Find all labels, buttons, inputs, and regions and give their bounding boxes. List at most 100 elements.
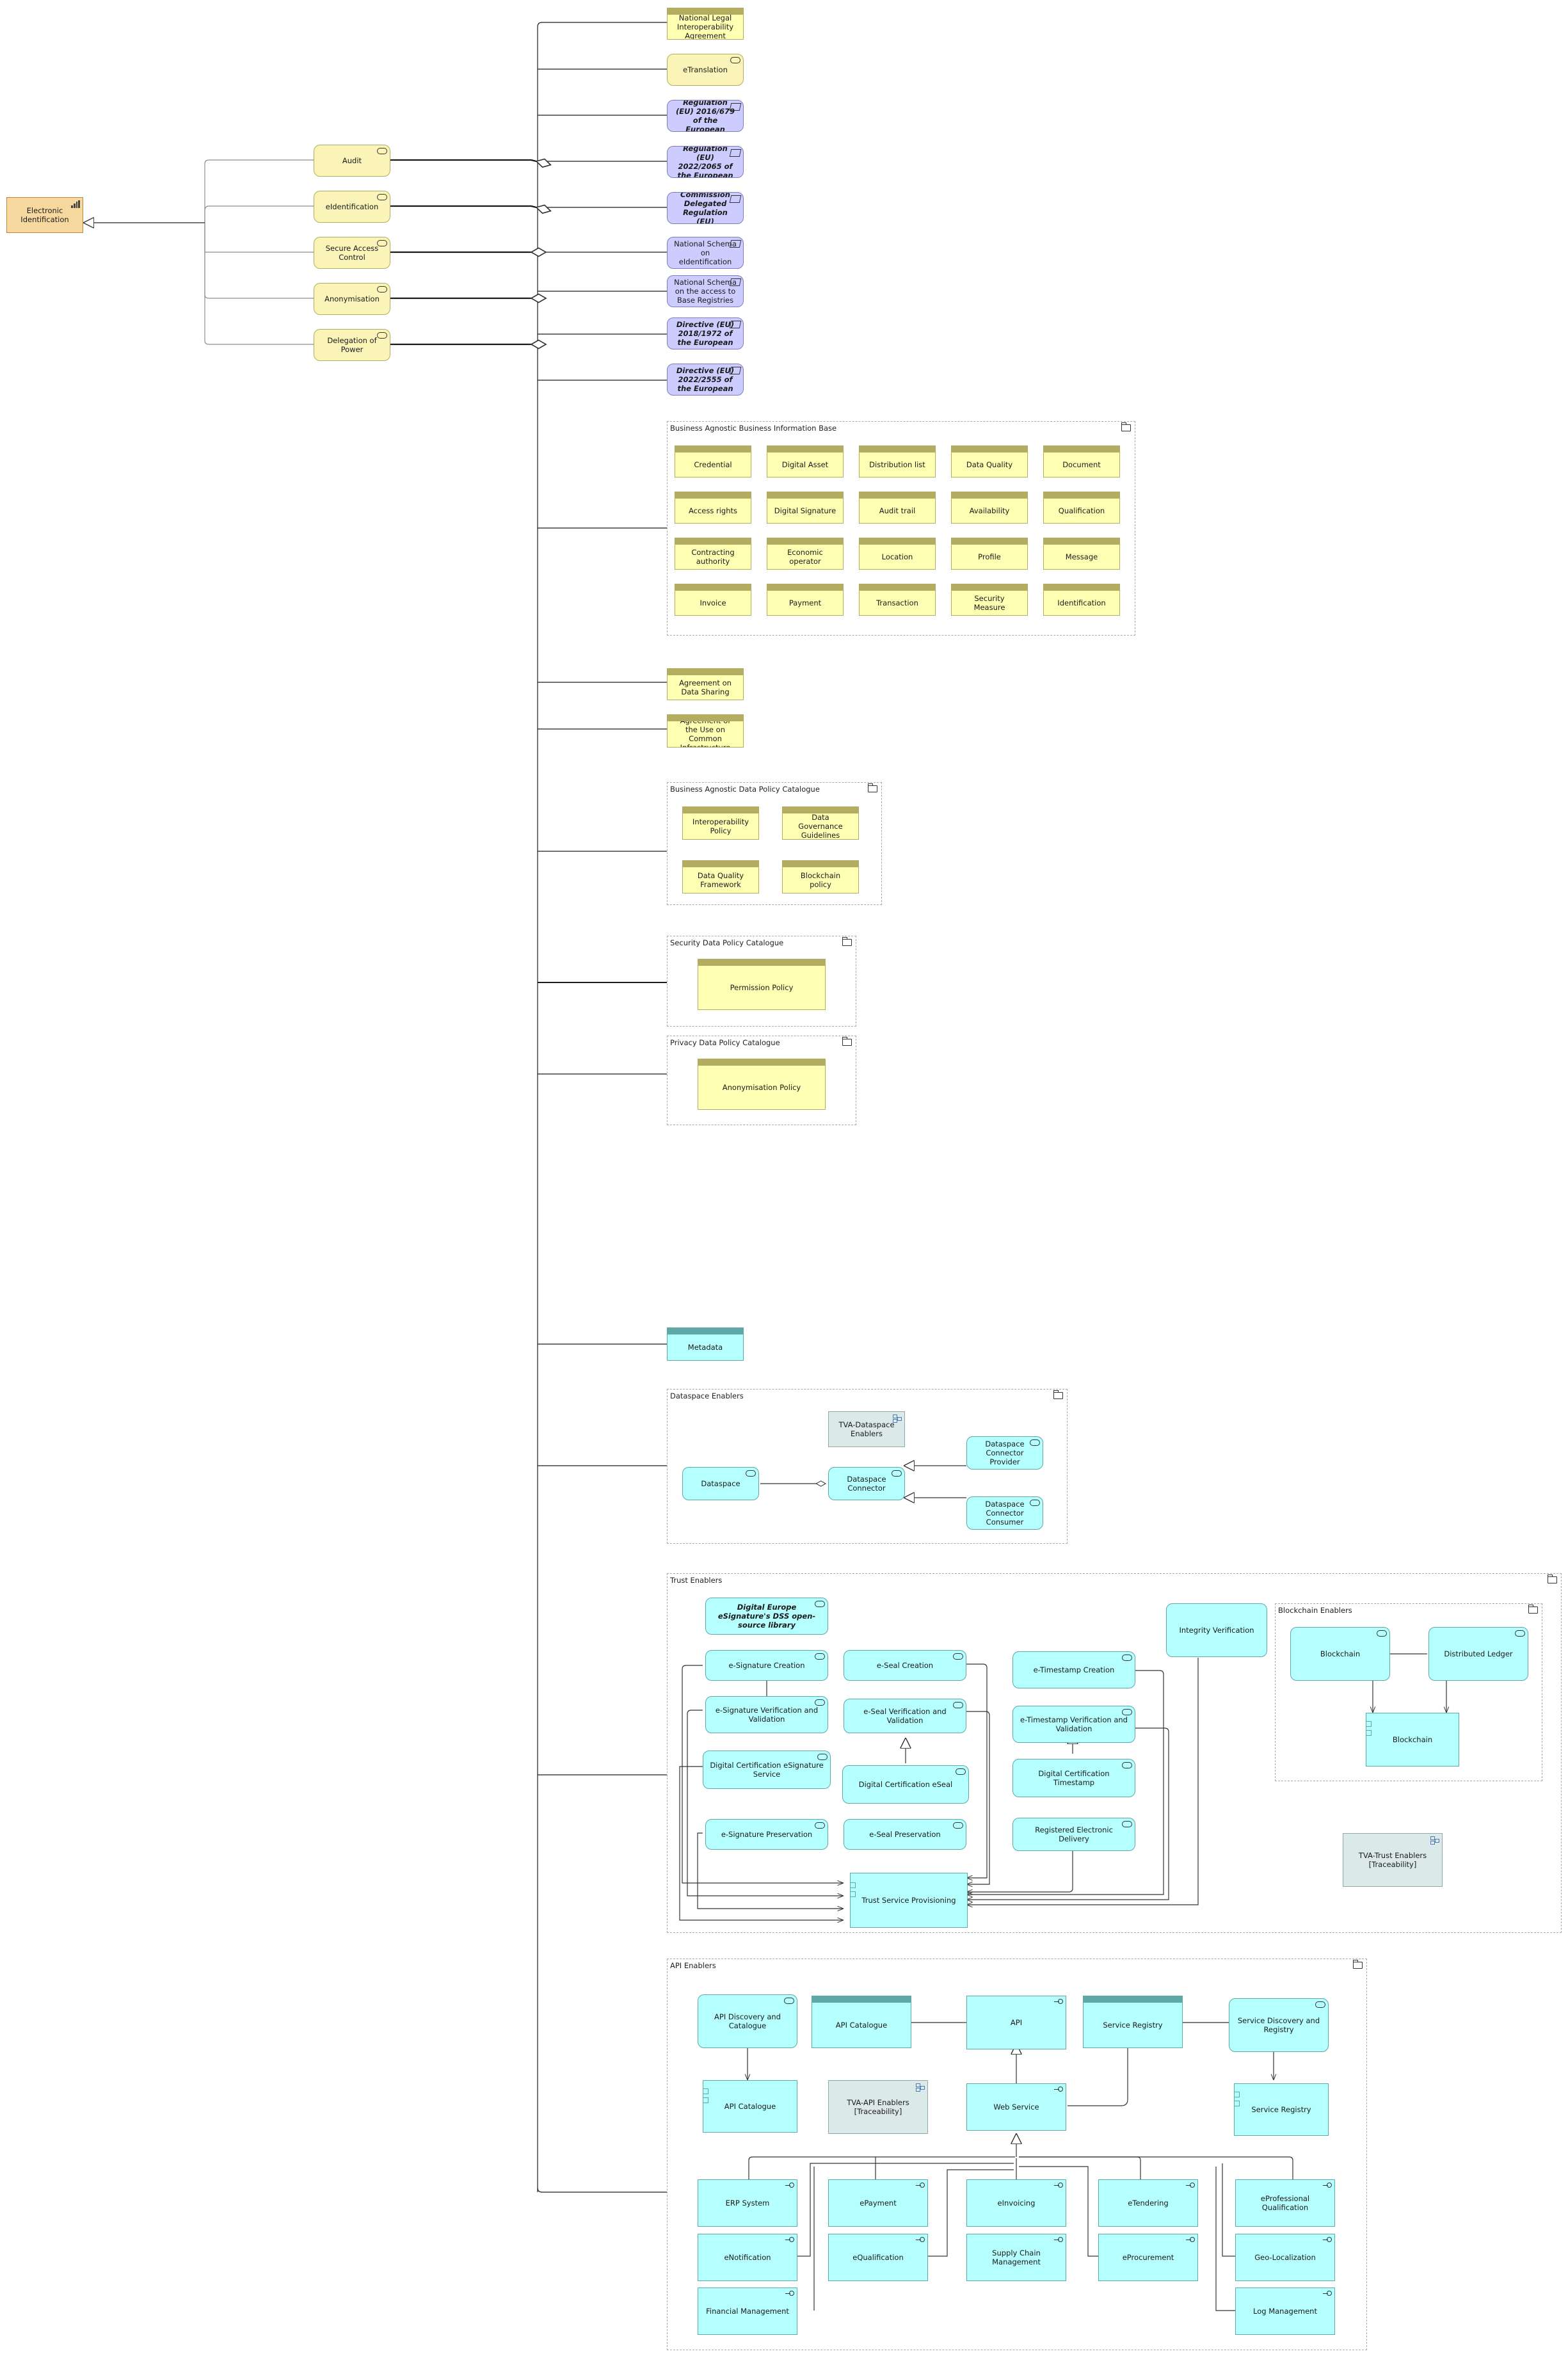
business-object-data-quality-framework[interactable]: Data Quality Framework bbox=[682, 860, 759, 894]
constraint-national-schema-eid[interactable]: National Schema on eIdentification bbox=[667, 237, 744, 269]
interface-etendering[interactable]: eTendering bbox=[1098, 2179, 1198, 2227]
service-dss-library[interactable]: Digital Europe eSignature's DSS open-sou… bbox=[705, 1598, 828, 1635]
business-object-blockchain-policy[interactable]: Blockchain policy bbox=[782, 860, 859, 894]
constraint-icon bbox=[729, 278, 742, 286]
service-eseal-preservation[interactable]: e-Seal Preservation bbox=[844, 1819, 966, 1850]
group-trust-enablers[interactable]: Trust Enablers bbox=[667, 1573, 1562, 1933]
service-digital-certification-timestamp[interactable]: Digital Certification Timestamp bbox=[1012, 1759, 1135, 1797]
interface-geo-localization[interactable]: Geo-Localization bbox=[1235, 2234, 1335, 2281]
service-registered-electronic-delivery[interactable]: Registered Electronic Delivery bbox=[1012, 1818, 1135, 1851]
component-api-catalogue[interactable]: API Catalogue bbox=[703, 2080, 797, 2133]
group-dataspace-enablers[interactable]: Dataspace Enablers bbox=[667, 1389, 1068, 1544]
service-audit[interactable]: Audit bbox=[314, 145, 390, 177]
service-api-discovery-catalogue[interactable]: API Discovery and Catalogue bbox=[698, 1994, 797, 2048]
business-object-location[interactable]: Location bbox=[859, 538, 936, 570]
group-blockchain-enablers[interactable]: Blockchain Enablers bbox=[1275, 1603, 1542, 1781]
component-service-registry[interactable]: Service Registry bbox=[1234, 2083, 1329, 2136]
business-object-message[interactable]: Message bbox=[1043, 538, 1120, 570]
business-object-digital-signature[interactable]: Digital Signature bbox=[767, 492, 844, 524]
interface-supply-chain-management[interactable]: Supply Chain Management bbox=[966, 2234, 1066, 2281]
interface-einvoicing[interactable]: eInvoicing bbox=[966, 2179, 1066, 2227]
business-object-agreement-common-infrastructure[interactable]: Agreement of the Use on Common Infrastru… bbox=[667, 714, 744, 748]
business-object-payment[interactable]: Payment bbox=[767, 584, 844, 616]
business-object-digital-asset[interactable]: Digital Asset bbox=[767, 445, 844, 477]
service-distributed-ledger[interactable]: Distributed Ledger bbox=[1428, 1627, 1528, 1681]
service-digital-certification-eseal[interactable]: Digital Certification eSeal bbox=[842, 1765, 969, 1804]
service-eseal-verification[interactable]: e-Seal Verification and Validation bbox=[844, 1699, 966, 1733]
data-object-service-registry[interactable]: Service Registry bbox=[1083, 1996, 1183, 2048]
grouping-tva-api-enablers[interactable]: TVA-API Enablers [Traceability] bbox=[828, 2080, 928, 2134]
service-esignature-verification[interactable]: e-Signature Verification and Validation bbox=[705, 1696, 828, 1733]
business-object-credential[interactable]: Credential bbox=[675, 445, 751, 477]
constraint-directive-2022-2555[interactable]: Directive (EU) 2022/2555 of the European bbox=[667, 364, 744, 396]
service-etimestamp-verification[interactable]: e-Timestamp Verification and Validation bbox=[1012, 1706, 1135, 1743]
service-anonymisation[interactable]: Anonymisation bbox=[314, 283, 390, 315]
business-object-audit-trail[interactable]: Audit trail bbox=[859, 492, 936, 524]
data-object-metadata[interactable]: Metadata bbox=[667, 1327, 744, 1361]
service-connector-provider[interactable]: Dataspace Connector Provider bbox=[966, 1436, 1043, 1470]
constraint-directive-2018-1972[interactable]: Directive (EU) 2018/1972 of the European bbox=[667, 317, 744, 349]
interface-epayment[interactable]: ePayment bbox=[828, 2179, 928, 2227]
service-dataspace[interactable]: Dataspace bbox=[682, 1467, 759, 1500]
interface-erp-system[interactable]: ERP System bbox=[698, 2179, 797, 2227]
service-etranslation[interactable]: eTranslation bbox=[667, 54, 744, 86]
business-object-invoice[interactable]: Invoice bbox=[675, 584, 751, 616]
group-data-policy-catalogue[interactable]: Business Agnostic Data Policy Catalogue bbox=[667, 782, 882, 905]
business-object-agreement-data-sharing[interactable]: Agreement on Data Sharing bbox=[667, 668, 744, 700]
business-object-document[interactable]: Document bbox=[1043, 445, 1120, 477]
business-object-identification[interactable]: Identification bbox=[1043, 584, 1120, 616]
interface-equalification[interactable]: eQualification bbox=[828, 2234, 928, 2281]
item-label: eTranslation bbox=[683, 65, 728, 74]
grouping-tva-dataspace[interactable]: TVA-Dataspace Enablers bbox=[828, 1411, 905, 1447]
business-object-economic-operator[interactable]: Economic operator bbox=[767, 538, 844, 570]
business-object-distribution-list[interactable]: Distribution list bbox=[859, 445, 936, 477]
service-connector-consumer[interactable]: Dataspace Connector Consumer bbox=[966, 1496, 1043, 1530]
business-object-interoperability-policy[interactable]: Interoperability Policy bbox=[682, 806, 759, 840]
business-object-transaction[interactable]: Transaction bbox=[859, 584, 936, 616]
service-secure-access-control[interactable]: Secure Access Control bbox=[314, 237, 390, 269]
business-object-contracting-authority[interactable]: Contracting authority bbox=[675, 538, 751, 570]
component-trust-service-provisioning[interactable]: Trust Service Provisioning bbox=[850, 1873, 968, 1928]
service-esignature-creation[interactable]: e-Signature Creation bbox=[705, 1650, 828, 1681]
business-object-legal-agreement[interactable]: National Legal Interoperability Agreemen… bbox=[667, 8, 744, 40]
service-etimestamp-creation[interactable]: e-Timestamp Creation bbox=[1012, 1651, 1135, 1688]
business-object-qualification[interactable]: Qualification bbox=[1043, 492, 1120, 524]
group-api-enablers[interactable]: API Enablers bbox=[667, 1959, 1367, 2350]
business-object-data-quality[interactable]: Data Quality bbox=[951, 445, 1028, 477]
business-object-profile[interactable]: Profile bbox=[951, 538, 1028, 570]
component-blockchain[interactable]: Blockchain bbox=[1366, 1713, 1459, 1767]
service-blockchain[interactable]: Blockchain bbox=[1290, 1627, 1390, 1681]
service-icon bbox=[377, 148, 387, 154]
service-esignature-preservation[interactable]: e-Signature Preservation bbox=[705, 1819, 828, 1850]
business-object-anonymisation-policy[interactable]: Anonymisation Policy bbox=[698, 1059, 826, 1110]
business-object-availability[interactable]: Availability bbox=[951, 492, 1028, 524]
business-object-data-governance-guidelines[interactable]: Data Governance Guidelines bbox=[782, 806, 859, 840]
interface-log-management[interactable]: Log Management bbox=[1235, 2288, 1335, 2335]
business-object-security-measure[interactable]: Security Measure bbox=[951, 584, 1028, 616]
constraint-commission-delegated-regulation[interactable]: Commission Delegated Regulation (EU) bbox=[667, 192, 744, 224]
constraint-regulation-2022-2065[interactable]: Regulation (EU) 2022/2065 of the Europea… bbox=[667, 146, 744, 178]
business-object-permission-policy[interactable]: Permission Policy bbox=[698, 959, 826, 1010]
service-delegation-of-power[interactable]: Delegation of Power bbox=[314, 329, 390, 361]
group-business-information-base[interactable]: Business Agnostic Business Information B… bbox=[667, 421, 1135, 636]
interface-eprofessional-qualification[interactable]: eProfessional Qualification bbox=[1235, 2179, 1335, 2227]
interface-financial-management[interactable]: Financial Management bbox=[698, 2288, 797, 2335]
interface-web-service[interactable]: Web Service bbox=[966, 2083, 1066, 2131]
group-security-data-policy-catalogue[interactable]: Security Data Policy Catalogue bbox=[667, 936, 856, 1027]
data-object-api-catalogue[interactable]: API Catalogue bbox=[812, 1996, 911, 2048]
constraint-national-schema-base-registries[interactable]: National Schema on the access to Base Re… bbox=[667, 275, 744, 307]
business-object-access-rights[interactable]: Access rights bbox=[675, 492, 751, 524]
service-discovery-registry[interactable]: Service Discovery and Registry bbox=[1229, 1998, 1329, 2052]
group-privacy-data-policy-catalogue[interactable]: Privacy Data Policy Catalogue bbox=[667, 1036, 856, 1125]
capability-electronic-identification[interactable]: Electronic Identification bbox=[6, 197, 83, 233]
interface-eprocurement[interactable]: eProcurement bbox=[1098, 2234, 1198, 2281]
interface-enotification[interactable]: eNotification bbox=[698, 2234, 797, 2281]
constraint-regulation-2016-679[interactable]: Regulation (EU) 2016/679 of the European bbox=[667, 100, 744, 132]
interface-api[interactable]: API bbox=[966, 1996, 1066, 2049]
service-eseal-creation[interactable]: e-Seal Creation bbox=[844, 1650, 966, 1681]
service-digital-certification-esignature[interactable]: Digital Certification eSignature Service bbox=[703, 1751, 831, 1789]
service-integrity-verification[interactable]: Integrity Verification bbox=[1166, 1603, 1267, 1657]
service-eidentification[interactable]: eIdentification bbox=[314, 191, 390, 223]
grouping-tva-trust-enablers[interactable]: TVA-Trust Enablers [Traceability] bbox=[1343, 1833, 1443, 1887]
service-dataspace-connector[interactable]: Dataspace Connector bbox=[828, 1467, 905, 1500]
